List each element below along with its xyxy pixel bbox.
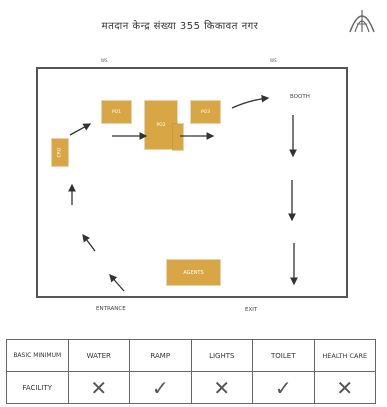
table-header-row: BASIC MINIMUM WATER RAMP LIGHTS TOILET H… — [6, 339, 376, 372]
water-mark: ✕ — [90, 375, 108, 400]
cro-label: CRO — [57, 147, 63, 158]
cro-desk: CRO — [52, 139, 68, 166]
health-care-mark: ✕ — [336, 375, 354, 400]
agents-label: AGENTS — [183, 269, 204, 276]
toilet-mark: ✓ — [274, 375, 292, 400]
polling-station-title: मतदान केन्द्र संख्या 355 किकावत नगर — [101, 21, 259, 32]
lights-status-icon: ✕ — [190, 371, 253, 404]
toilet-status-icon: ✓ — [252, 371, 315, 404]
po3-label: PO3 — [200, 109, 211, 115]
top-left-label: WS — [101, 58, 108, 63]
health-care-status-icon: ✕ — [313, 371, 376, 404]
entrance-label: ENTRANCE — [96, 306, 126, 312]
header-health-care: HEALTH CARE — [313, 339, 376, 372]
ramp-status-icon: ✓ — [129, 371, 192, 404]
ramp-mark: ✓ — [151, 375, 169, 400]
agents-desk: AGENTS — [167, 260, 220, 285]
table-facility-row: FACILITY ✕ ✓ ✕ ✓ ✕ — [6, 371, 376, 404]
top-right-label: WS — [270, 58, 277, 63]
facility-table: BASIC MINIMUM WATER RAMP LIGHTS TOILET H… — [6, 339, 376, 404]
facility-label: FACILITY — [6, 371, 69, 404]
header-basic-minimum: BASIC MINIMUM — [6, 339, 69, 372]
po3-desk: PO3 — [191, 101, 220, 123]
po2-label: PO2 — [156, 122, 166, 128]
header-water: WATER — [67, 339, 130, 372]
po1-label: PO1 — [111, 109, 122, 115]
booth-label: BOOTH — [290, 94, 310, 100]
exit-label: EXIT — [245, 307, 258, 313]
po1-desk: PO1 — [102, 101, 131, 123]
logo-emblem-icon — [349, 10, 375, 33]
lights-mark: ✕ — [213, 375, 231, 400]
header-ramp: RAMP — [129, 339, 192, 372]
po2-desk: PO2 — [145, 101, 177, 149]
po2-extension — [173, 124, 183, 150]
header-lights: LIGHTS — [190, 339, 253, 372]
header-toilet: TOILET — [252, 339, 315, 372]
water-status-icon: ✕ — [67, 371, 130, 404]
